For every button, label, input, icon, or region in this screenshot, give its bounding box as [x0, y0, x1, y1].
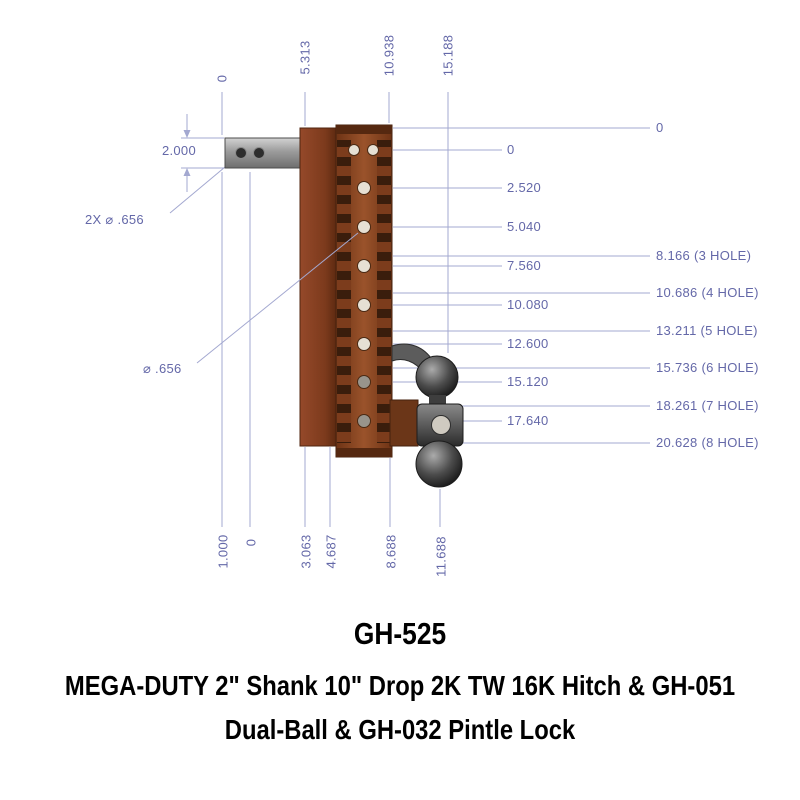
dim-shank-holes: 2X ⌀ .656 — [85, 212, 144, 227]
channel-top-cap — [336, 125, 392, 134]
hitch-drawing — [224, 124, 464, 488]
shank-hole-1 — [235, 147, 247, 159]
dim-bottom-1000: 1.000 — [215, 534, 231, 569]
channel-ridges-right — [377, 140, 391, 443]
bottom-hitch-ball — [415, 440, 463, 488]
dim-right-outer-0: 0 — [656, 120, 664, 135]
adjustment-holes — [348, 144, 379, 428]
dim-bottom-3063: 3.063 — [298, 534, 314, 569]
dim-right-inner-4: 10.080 — [507, 297, 549, 312]
top-hitch-ball — [415, 355, 459, 399]
dim-right-inner-6: 15.120 — [507, 374, 549, 389]
dim-top-5313: 5.313 — [297, 40, 313, 75]
dim-top-15188: 15.188 — [440, 34, 456, 77]
ball-neck — [429, 395, 446, 406]
product-description-line1: MEGA-DUTY 2" Shank 10" Drop 2K TW 16K Hi… — [64, 670, 736, 701]
dim-bottom-11688: 11.688 — [433, 536, 449, 577]
dim-right-inner-1: 2.520 — [507, 180, 542, 195]
dim-right-outer-6hole: 15.736 (6 HOLE) — [656, 360, 759, 375]
dim-right-outer-4hole: 10.686 (4 HOLE) — [656, 285, 759, 300]
dim-right-outer-3hole: 8.166 (3 HOLE) — [656, 248, 752, 263]
dim-channel-hole: ⌀ .656 — [143, 361, 182, 376]
dim-right-inner-3: 7.560 — [507, 258, 542, 273]
dim-right-inner-0: 0 — [507, 142, 515, 157]
channel-ridges-left — [337, 140, 351, 443]
dim-bottom-0: 0 — [243, 538, 259, 547]
shank-hole-2 — [253, 147, 265, 159]
block-pin-hole — [431, 415, 451, 435]
dim-right-inner-2: 5.040 — [507, 219, 542, 234]
dim-right-inner-7: 17.640 — [507, 413, 549, 428]
channel-bottom-cap — [336, 448, 392, 457]
dim-shank-height: 2.000 — [161, 143, 196, 158]
dim-bottom-4687: 4.687 — [323, 534, 339, 569]
dim-bottom-8688: 8.688 — [383, 534, 399, 569]
dim-right-outer-8hole: 20.628 (8 HOLE) — [656, 435, 759, 450]
dim-right-outer-7hole: 18.261 (7 HOLE) — [656, 398, 759, 413]
dim-right-outer-5hole: 13.211 (5 HOLE) — [656, 323, 758, 338]
model-number: GH-525 — [353, 616, 447, 651]
mount-bracket — [389, 399, 419, 447]
product-description-line2: Dual-Ball & GH-032 Pintle Lock — [224, 714, 576, 745]
dim-top-0: 0 — [214, 74, 230, 83]
drop-plate — [299, 127, 337, 447]
hole-leader-line — [196, 232, 359, 364]
dim-right-inner-5: 12.600 — [507, 336, 549, 351]
dim-top-10938: 10.938 — [381, 34, 397, 77]
